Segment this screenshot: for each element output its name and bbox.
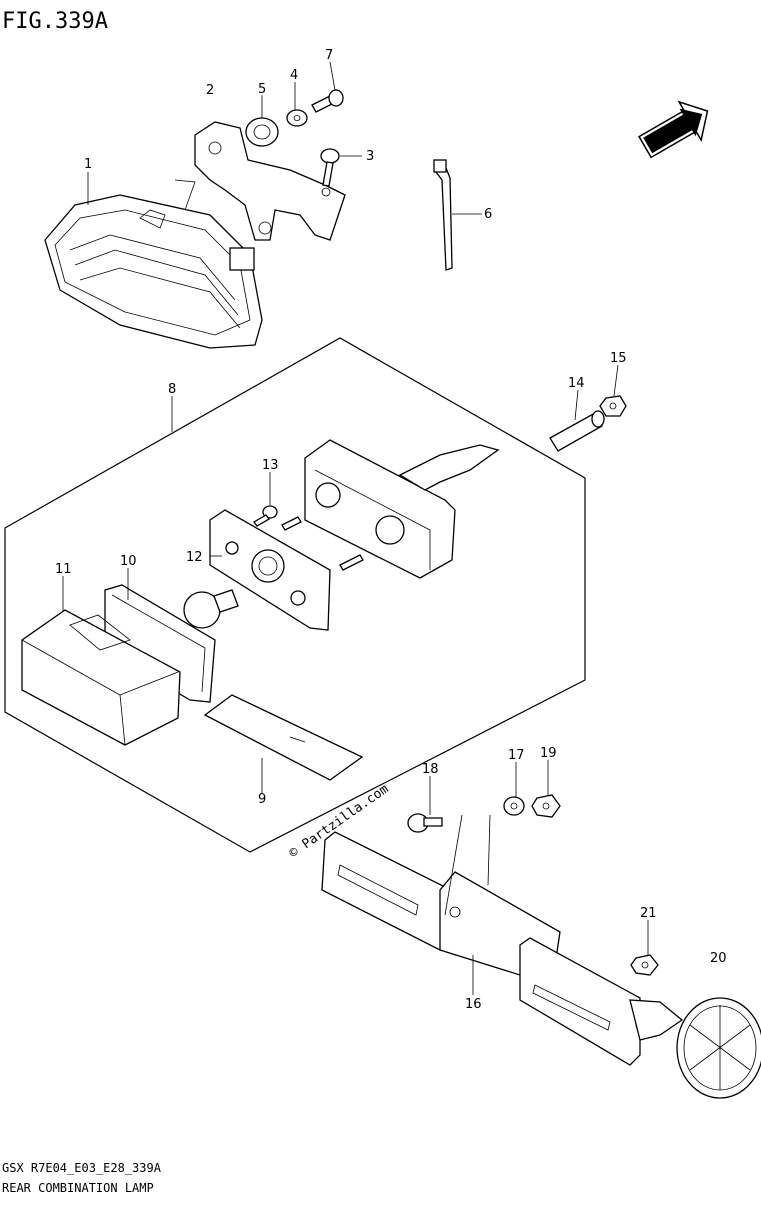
callout-6: 6 (484, 207, 492, 222)
screw-7 (311, 89, 344, 113)
callout-2: 2 (206, 83, 214, 98)
callout-labels: 1 2 3 4 5 6 7 8 9 10 11 12 13 14 15 16 1… (55, 48, 727, 1012)
callout-21: 21 (640, 906, 657, 921)
callout-12: 12 (186, 550, 203, 565)
license-lamp-housing (304, 439, 500, 579)
fwd-arrow-icon: FWD (638, 100, 709, 159)
washer-17 (503, 796, 525, 816)
reflector (676, 997, 761, 1099)
callout-19: 19 (540, 746, 557, 761)
callout-1: 1 (84, 157, 92, 172)
lamp-bracket (194, 121, 346, 241)
nut-15 (599, 395, 627, 417)
leader-lines (62, 61, 649, 995)
nut-21 (630, 954, 659, 976)
callout-10: 10 (120, 554, 137, 569)
callout-7: 7 (325, 48, 333, 63)
tail-lamp-assembly (44, 179, 263, 349)
callout-4: 4 (290, 68, 298, 83)
assembly-outline (4, 337, 586, 853)
spacer-pipe (549, 410, 605, 452)
screw-13 (253, 505, 278, 527)
callout-20: 20 (710, 951, 727, 966)
socket-plate (209, 509, 364, 631)
callout-14: 14 (568, 376, 585, 391)
callout-8: 8 (168, 382, 176, 397)
nut-19 (531, 794, 561, 818)
callout-11: 11 (55, 562, 72, 577)
lens (21, 609, 181, 746)
callout-17: 17 (508, 748, 525, 763)
grommet (245, 117, 279, 147)
callout-3: 3 (366, 149, 374, 164)
license-lens-plate (203, 694, 364, 781)
bulb (183, 589, 239, 629)
callout-5: 5 (258, 82, 266, 97)
figure-title: FIG.339A (2, 9, 108, 34)
screw-3 (320, 148, 340, 187)
cable-tie (433, 159, 453, 271)
callout-9: 9 (258, 792, 266, 807)
callout-13: 13 (262, 458, 279, 473)
figure-code: GSX R7E04_E03_E28_339A (2, 1161, 162, 1175)
screw-18 (407, 813, 443, 833)
callout-15: 15 (610, 351, 627, 366)
figure-caption: REAR COMBINATION LAMP (2, 1181, 154, 1195)
washer (286, 109, 308, 127)
callout-18: 18 (422, 762, 439, 777)
callout-16: 16 (465, 997, 482, 1012)
license-bracket (321, 831, 684, 1066)
